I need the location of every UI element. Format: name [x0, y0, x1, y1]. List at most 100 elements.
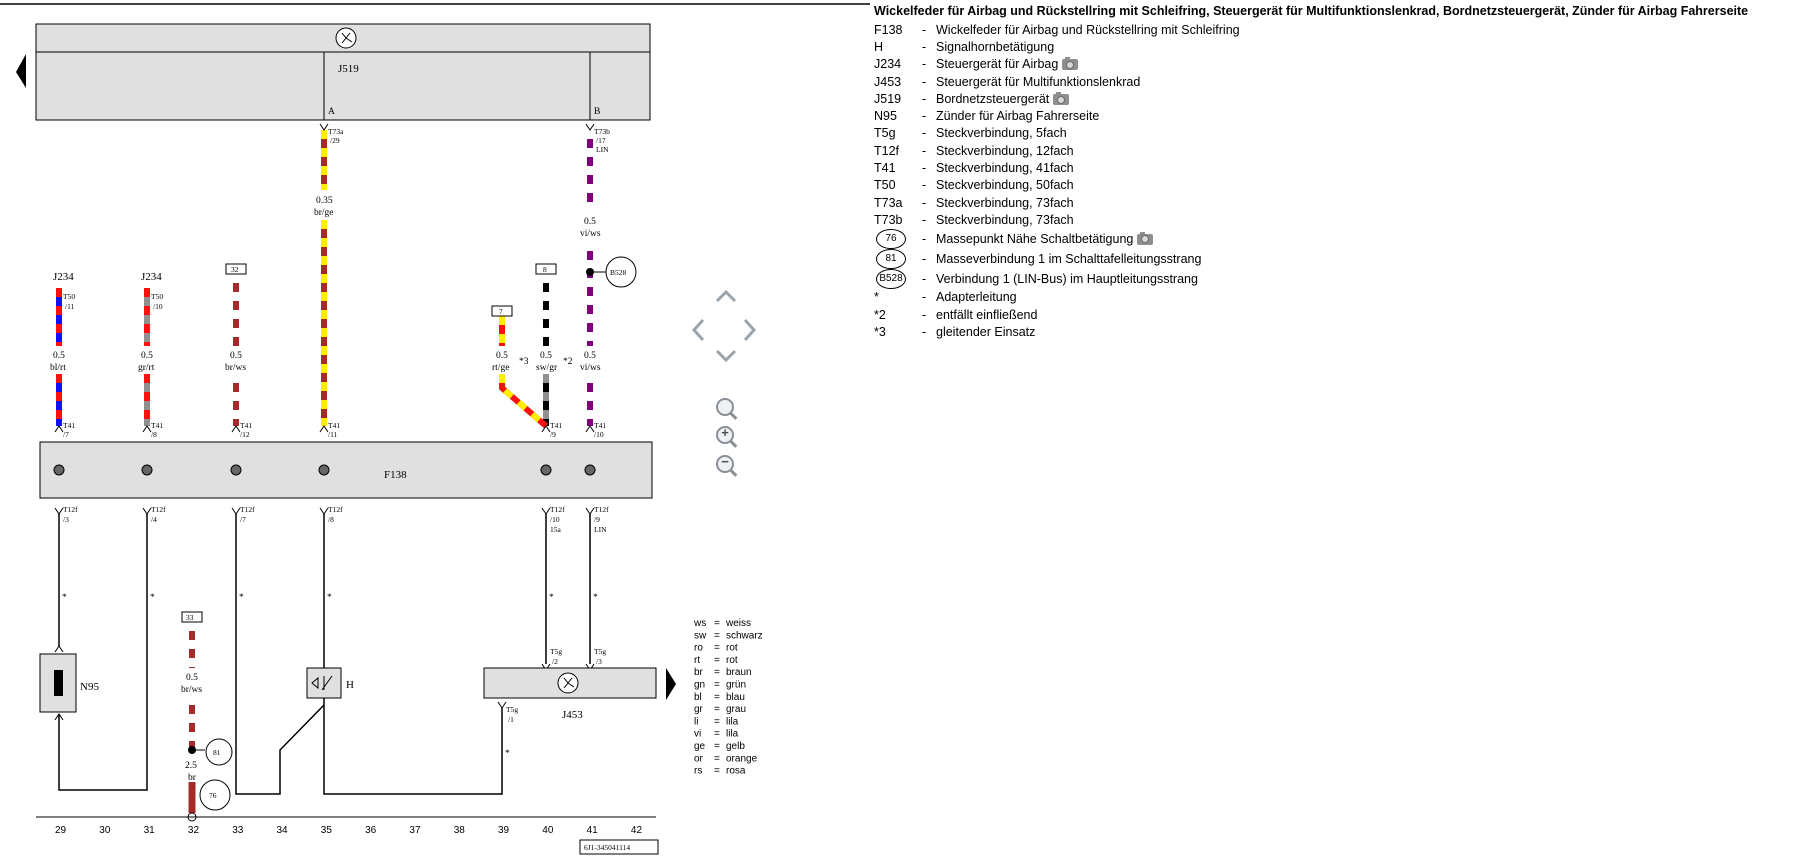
color-name: rot	[726, 643, 738, 654]
wires-group	[56, 130, 593, 813]
b528-circle	[605, 256, 637, 288]
color-code: ws	[693, 618, 706, 629]
ruler-tick-label: 31	[144, 825, 156, 836]
scroll-right-arrow[interactable]	[666, 668, 676, 700]
color-code: gr	[694, 704, 704, 715]
j519-pin-a: A	[328, 107, 335, 117]
h-label: H	[346, 679, 354, 691]
legend-dash: -	[922, 324, 927, 339]
color-code: rs	[694, 766, 702, 777]
wire-32-size: 2.5	[185, 761, 197, 771]
camera-icon[interactable]	[1137, 231, 1154, 245]
chevron-left-icon	[691, 318, 705, 342]
legend-desc: Wickelfeder für Airbag und Rückstellring…	[936, 22, 1240, 37]
legend-item: *2-entfällt einfließend	[874, 306, 1809, 323]
legend-code: H	[874, 39, 884, 54]
wire-10-size: 0.5	[584, 351, 596, 361]
legend-item: 76-Massepunkt Nähe Schaltbetätigung	[874, 228, 1809, 249]
wire-lin-size: 0.5	[584, 217, 596, 227]
nav-down[interactable]	[715, 348, 737, 369]
legend-code: J234	[874, 57, 902, 72]
legend-code: T5g	[874, 126, 896, 141]
ground-76-circle	[199, 779, 231, 811]
camera-icon[interactable]	[1053, 92, 1070, 106]
nav-left[interactable]	[690, 318, 706, 347]
wire-7-color: bl/rt	[50, 363, 66, 373]
note-star-5: *	[549, 593, 554, 603]
color-legend-row: li=lila	[694, 716, 739, 727]
legend-item: T73a-Steckverbindung, 73fach	[874, 194, 1809, 211]
legend-code: F138	[874, 22, 903, 37]
legend-code: 81	[874, 248, 922, 269]
chevron-right-icon	[743, 318, 757, 342]
color-name: schwarz	[726, 630, 763, 641]
n95-label: N95	[80, 681, 99, 693]
b528-label: B528	[610, 268, 627, 277]
legend-dash: -	[922, 307, 927, 322]
color-code: rt	[694, 655, 700, 666]
legend-item: T5g-Steckverbindung, 5fach	[874, 125, 1809, 142]
color-code: ge	[694, 741, 706, 752]
ref-7: 7	[499, 307, 503, 316]
nav-right[interactable]	[742, 318, 758, 347]
wire-7-size: 0.5	[53, 351, 65, 361]
color-code: br	[694, 667, 704, 678]
legend-dash: -	[922, 231, 927, 246]
wire-lin-color: vi/ws	[580, 229, 601, 239]
legend-desc: Bordnetzsteuergerät	[936, 92, 1070, 106]
note-star2: *2	[563, 357, 573, 367]
legend-desc: Steckverbindung, 41fach	[936, 161, 1074, 176]
zoom-in-symbol: +	[721, 425, 729, 440]
j234-label-b: J234	[141, 271, 162, 283]
t5g-1-pin: /1	[508, 715, 514, 724]
wire-8-size: 0.5	[141, 351, 153, 361]
legend-desc: Massepunkt Nähe Schaltbetätigung	[936, 231, 1154, 246]
color-eq: =	[714, 680, 720, 691]
ruler-tick-label: 35	[321, 825, 333, 836]
zoom-out-icon[interactable]: −	[716, 454, 734, 473]
color-eq: =	[714, 729, 720, 740]
camera-icon[interactable]	[1062, 57, 1079, 71]
horn-switch-icon	[311, 675, 333, 691]
t41-7-label: T41	[63, 421, 75, 430]
note-star-7: *	[505, 749, 510, 759]
t73a-label: T73a	[328, 127, 344, 136]
wire-29-color: br/ge	[314, 208, 334, 218]
color-code: bl	[694, 692, 702, 703]
line-n95-bottom	[58, 514, 148, 791]
note-star-2: *	[150, 593, 155, 603]
j453-ground-symbol-icon	[557, 672, 579, 694]
legend-dash: -	[922, 271, 927, 286]
nav-up[interactable]	[715, 288, 737, 309]
line-h-bottom	[323, 698, 503, 795]
color-legend-row: rs=rosa	[694, 766, 746, 777]
page-title: Wickelfeder für Airbag und Rückstellring…	[874, 4, 1749, 18]
t5g-3-pin: /3	[596, 657, 602, 666]
ground-81-label: 81	[213, 748, 221, 757]
scroll-left-arrow[interactable]	[16, 54, 26, 88]
legend-desc: Steuergerät für Airbag	[936, 57, 1079, 71]
legend-desc: Steuergerät für Multifunktionslenkrad	[936, 74, 1141, 89]
color-code: vi	[694, 729, 701, 740]
legend-desc: Adapterleitung	[936, 290, 1017, 305]
legend-item: T12f-Steckverbindung, 12fach	[874, 142, 1809, 159]
ref-32: 32	[231, 265, 239, 274]
zoom-in-icon[interactable]: +	[716, 425, 734, 444]
t50-11-pin: /11	[65, 302, 75, 311]
chevron-down-icon	[715, 349, 737, 363]
wire-33-size: 0.5	[186, 673, 198, 683]
t12f-9-pin: /9	[594, 515, 600, 524]
color-name: gelb	[726, 741, 745, 752]
zoom-icon[interactable]	[716, 398, 734, 416]
color-eq: =	[714, 630, 720, 641]
ruler-tick-label: 38	[454, 825, 466, 836]
t41-12-pin: /12	[240, 430, 250, 439]
color-legend-row: vi = lila	[694, 729, 739, 740]
ruler-tick-label: 36	[365, 825, 377, 836]
ruler-tick-label: 40	[542, 825, 554, 836]
color-code: or	[694, 753, 704, 764]
color-name: lila	[726, 729, 739, 740]
legend-dash: -	[922, 109, 927, 124]
t12f-10-label: T12f	[550, 505, 565, 514]
legend-code: T73b	[874, 212, 903, 227]
